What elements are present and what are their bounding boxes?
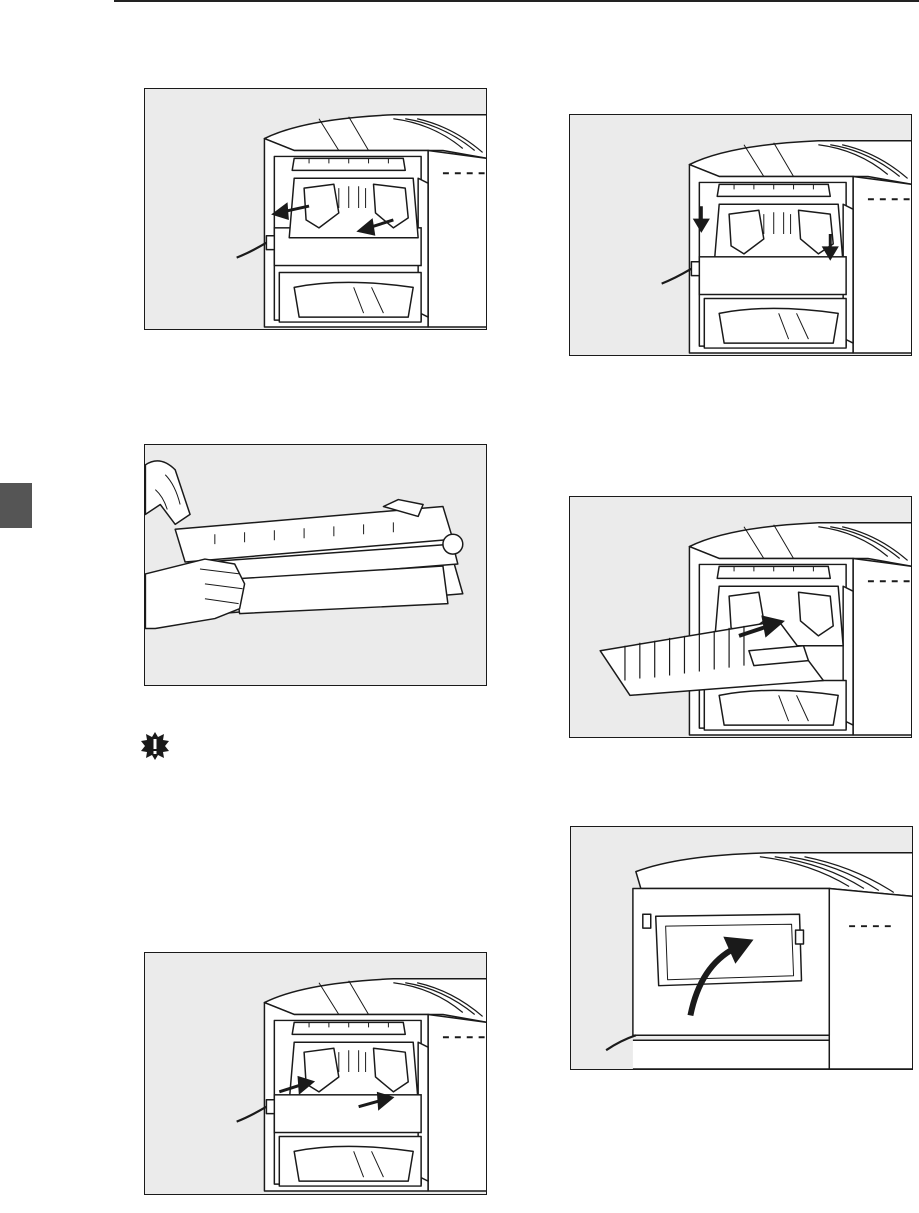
figure-fusing-unit-held-by-hands	[144, 444, 487, 686]
figure-pull-out-fusing-unit	[144, 88, 487, 330]
rear-cover-curved-arrow-icon	[571, 827, 912, 1069]
fusing-unit-hands-icon	[145, 445, 486, 685]
chapter-tab	[0, 483, 32, 528]
figure-attach-duplex-guide-plate	[569, 496, 912, 738]
printer-rear-open-arrows-in-icon	[145, 953, 486, 1194]
figure-push-in-fusing-unit	[144, 952, 487, 1195]
printer-rear-open-arrows-down-icon	[570, 115, 911, 355]
important-starburst-icon	[140, 731, 170, 761]
printer-rear-open-arrows-out-icon	[145, 89, 486, 329]
figure-close-rear-cover	[570, 826, 913, 1070]
figure-lower-fusing-unit-levers	[569, 114, 912, 356]
header-rule	[114, 0, 919, 2]
guide-plate-arrow-in-icon	[570, 497, 911, 737]
